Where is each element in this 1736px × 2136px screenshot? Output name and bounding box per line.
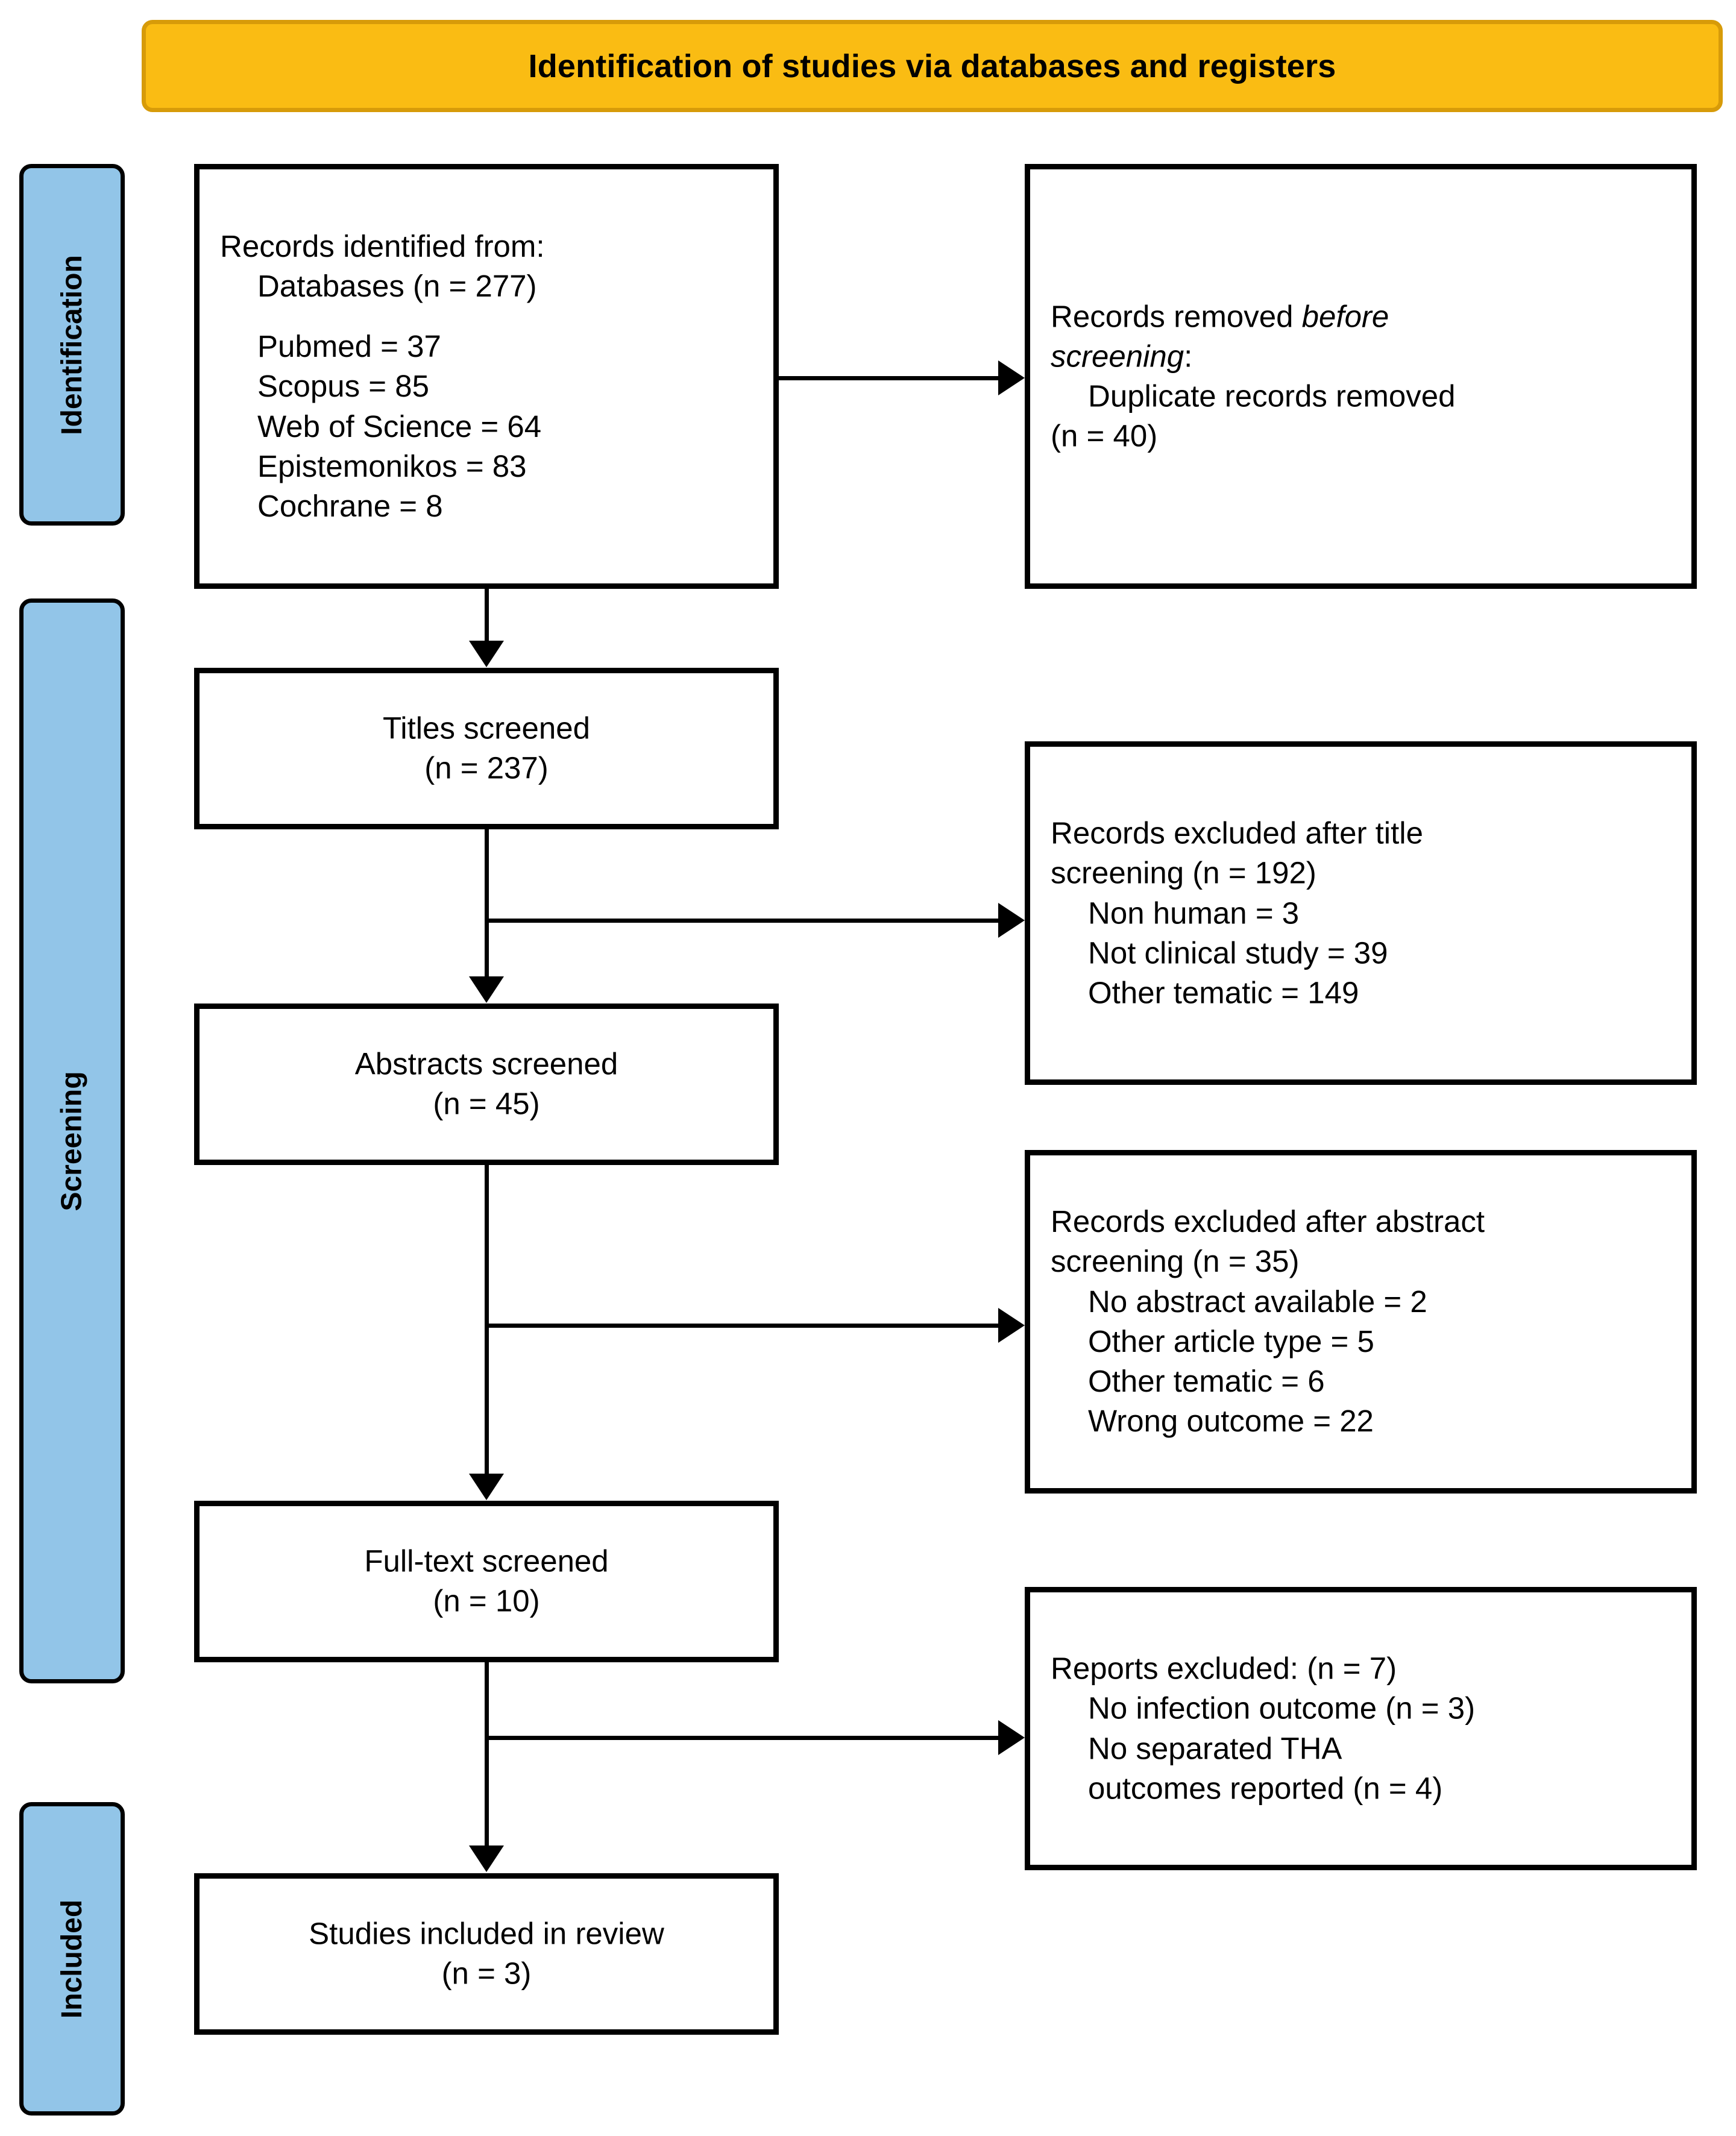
excluded-abstract-reason-other-tematic: Other tematic = 6	[1088, 1364, 1325, 1399]
excluded-title-reason-other-tematic: Other tematic = 149	[1088, 975, 1359, 1010]
records-removed-colon: :	[1184, 339, 1193, 374]
connector-titles-to-excluded-line	[485, 919, 1002, 923]
connector-identified-to-titles-arrowhead	[469, 641, 504, 667]
connector-abstracts-to-fulltext-line	[485, 1165, 489, 1476]
records-removed-line-2: screening:	[1051, 336, 1671, 376]
connector-titles-to-abstracts-line	[485, 829, 489, 979]
phase-label-identification: Identification	[56, 254, 89, 435]
excluded-abstract-line-1: Records excluded after abstract	[1051, 1204, 1485, 1239]
reports-excluded-line-1: Reports excluded: (n = 7)	[1051, 1651, 1397, 1686]
abstracts-screened-count: (n = 45)	[433, 1087, 540, 1121]
records-identified-source-epistemonikos: Epistemonikos = 83	[257, 448, 527, 483]
phase-tab-screening: Screening	[19, 598, 125, 1683]
connector-identified-to-removed-arrowhead	[998, 360, 1025, 395]
excluded-title-reason-non-human: Non human = 3	[1088, 895, 1300, 930]
box-excluded-after-title-screening: Records excluded after title screening (…	[1025, 741, 1697, 1085]
phase-label-screening: Screening	[56, 1070, 89, 1211]
excluded-title-line-2: screening (n = 192)	[1051, 855, 1316, 890]
abstracts-screened-label: Abstracts screened	[354, 1046, 618, 1081]
records-identified-source-pubmed: Pubmed = 37	[257, 329, 441, 364]
records-identified-line-1: Records identified from:	[220, 228, 545, 263]
box-excluded-after-abstract-screening: Records excluded after abstract screenin…	[1025, 1150, 1697, 1494]
records-removed-emphasis-screening: screening	[1051, 339, 1184, 374]
box-reports-excluded: Reports excluded: (n = 7) No infection o…	[1025, 1587, 1697, 1870]
connector-identified-to-removed-line	[779, 376, 1002, 380]
excluded-abstract-reason-other-article-type: Other article type = 5	[1088, 1324, 1374, 1359]
records-removed-count: (n = 40)	[1051, 418, 1158, 453]
connector-abstracts-to-excluded-line	[485, 1324, 1002, 1328]
fulltext-screened-label: Full-text screened	[364, 1544, 609, 1578]
reports-excluded-reason-outcomes-reported: outcomes reported (n = 4)	[1088, 1771, 1443, 1806]
box-records-removed: Records removed before screening: Duplic…	[1025, 164, 1697, 589]
records-removed-text-a: Records removed	[1051, 298, 1302, 333]
reports-excluded-reason-no-infection-outcome: No infection outcome (n = 3)	[1088, 1691, 1476, 1726]
excluded-abstract-reason-wrong-outcome: Wrong outcome = 22	[1088, 1404, 1374, 1439]
titles-screened-label: Titles screened	[383, 711, 590, 746]
phase-label-included: Included	[56, 1899, 88, 2018]
box-fulltext-screened: Full-text screened (n = 10)	[194, 1501, 779, 1662]
connector-identified-to-titles-line	[485, 589, 489, 643]
phase-tab-identification: Identification	[19, 164, 125, 526]
connector-fulltext-to-included-arrowhead	[469, 1845, 504, 1872]
excluded-title-line-1: Records excluded after title	[1051, 815, 1423, 850]
connector-titles-to-excluded-arrowhead	[998, 903, 1025, 938]
studies-included-count: (n = 3)	[441, 1956, 532, 1991]
connector-fulltext-to-reports-excluded-line	[485, 1736, 1002, 1740]
box-records-identified: Records identified from: Databases (n = …	[194, 164, 779, 589]
fulltext-screened-count: (n = 10)	[433, 1584, 540, 1618]
phase-tab-included: Included	[19, 1802, 125, 2116]
box-abstracts-screened: Abstracts screened (n = 45)	[194, 1004, 779, 1165]
box-studies-included: Studies included in review (n = 3)	[194, 1873, 779, 2035]
reports-excluded-reason-no-separated-tha: No separated THA	[1088, 1731, 1342, 1765]
connector-fulltext-to-included-line	[485, 1662, 489, 1848]
page-title: Identification of studies via databases …	[528, 48, 1336, 84]
records-identified-line-2: Databases (n = 277)	[257, 268, 537, 303]
records-identified-source-scopus: Scopus = 85	[257, 369, 429, 404]
excluded-abstract-reason-no-abstract: No abstract available = 2	[1088, 1284, 1427, 1319]
excluded-abstract-line-2: screening (n = 35)	[1051, 1244, 1300, 1279]
connector-abstracts-to-excluded-arrowhead	[998, 1308, 1025, 1343]
titles-screened-count: (n = 237)	[424, 751, 549, 785]
records-identified-source-cochrane: Cochrane = 8	[257, 489, 443, 524]
diagram-header-banner: Identification of studies via databases …	[142, 20, 1723, 112]
excluded-title-reason-not-clinical-study: Not clinical study = 39	[1088, 935, 1388, 970]
connector-titles-to-abstracts-arrowhead	[469, 976, 504, 1003]
records-removed-duplicates: Duplicate records removed	[1088, 379, 1456, 413]
connector-abstracts-to-fulltext-arrowhead	[469, 1474, 504, 1500]
records-removed-line-1: Records removed before	[1051, 297, 1671, 336]
box-titles-screened: Titles screened (n = 237)	[194, 668, 779, 829]
studies-included-label: Studies included in review	[309, 1916, 664, 1951]
connector-fulltext-to-reports-excluded-arrowhead	[998, 1720, 1025, 1755]
records-removed-emphasis-before: before	[1301, 298, 1389, 333]
records-identified-source-web-of-science: Web of Science = 64	[257, 409, 542, 444]
